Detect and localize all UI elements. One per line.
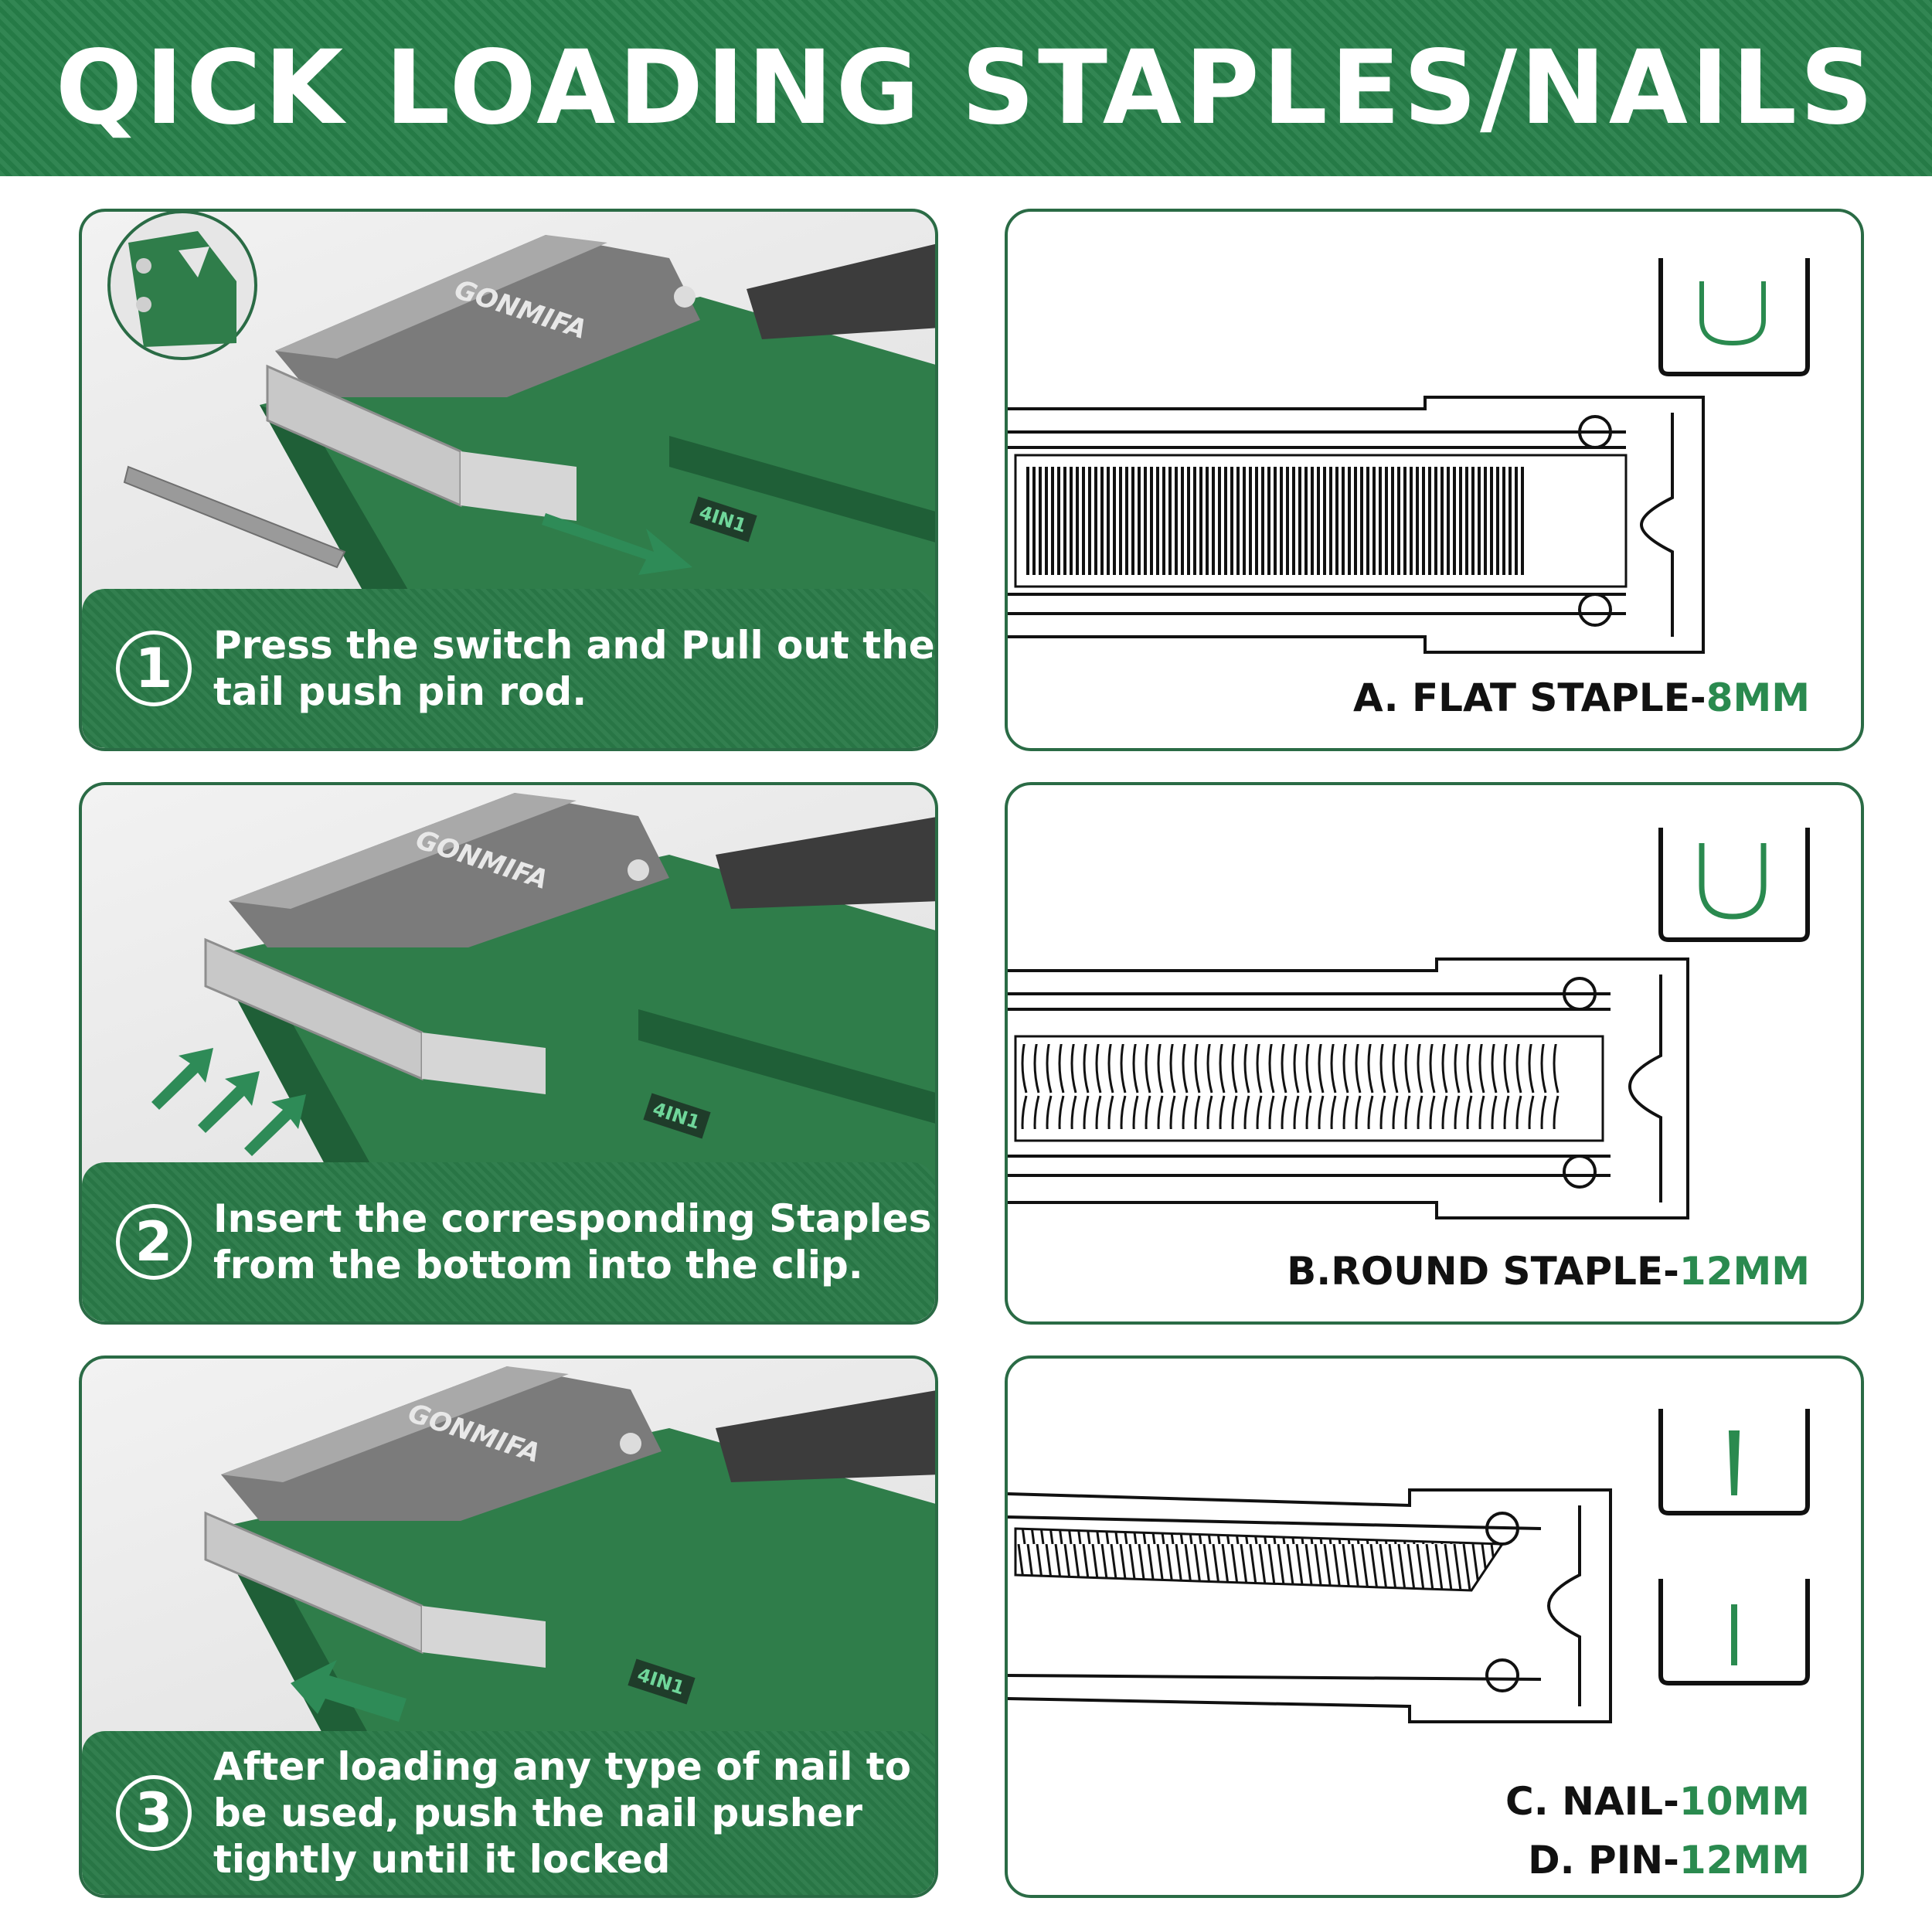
push-arrow-icon: [291, 1660, 406, 1722]
step-number-3: 3: [116, 1775, 192, 1851]
staple-type-panel-a: A. FLAT STAPLE-8MM: [1005, 209, 1864, 751]
magazine-diagram-flat: [1008, 258, 1810, 654]
magazine-diagram-nail: [1008, 1409, 1810, 1723]
flat-staple-icon: [1658, 258, 1810, 376]
step-panel-1: GONMIFA 4IN1 1 Press the switch and Pull…: [79, 209, 938, 751]
step-caption-2: 2 Insert the corresponding Staples from …: [82, 1162, 935, 1321]
magazine-diagram-round: [1008, 828, 1810, 1219]
staple-type-panel-cd: C. NAIL-10MM D. PIN-12MM: [1005, 1355, 1864, 1898]
stapler-illustration: GONMIFA 4IN1: [151, 793, 935, 1187]
stapler-illustration: GONMIFA 4IN1: [204, 1366, 935, 1760]
nail-icon: [1658, 1409, 1810, 1515]
pull-arrow-icon: [542, 513, 692, 575]
step-text-1: Press the switch and Pull out the tail p…: [213, 623, 935, 714]
round-staple-icon: [1658, 828, 1810, 942]
step-number-1: 1: [116, 631, 192, 706]
step-number-2: 2: [116, 1204, 192, 1280]
step-panel-2: GONMIFA 4IN1 2 Insert the corresponding …: [79, 782, 938, 1325]
step-text-2: Insert the corresponding Staples from th…: [213, 1196, 932, 1287]
down-arrow-icon: [179, 247, 209, 277]
stapler-illustration: GONMIFA 4IN1: [107, 212, 935, 614]
step-text-3: After loading any type of nail to be use…: [213, 1744, 912, 1882]
staple-type-panel-b: B.ROUND STAPLE-12MM: [1005, 782, 1864, 1325]
page-title: QICK LOADING STAPLES/NAILS: [55, 29, 1877, 148]
header-banner: QICK LOADING STAPLES/NAILS: [0, 0, 1932, 176]
staple-type-label-b: B.ROUND STAPLE-12MM: [1287, 1249, 1810, 1294]
step-caption-3: 3 After loading any type of nail to be u…: [82, 1731, 935, 1895]
staple-type-label-a: A. FLAT STAPLE-8MM: [1352, 675, 1810, 720]
step-caption-1: 1 Press the switch and Pull out the tail…: [82, 589, 935, 748]
pin-icon: [1658, 1579, 1810, 1685]
staple-type-label-c: C. NAIL-10MM: [1505, 1779, 1810, 1824]
staple-type-label-d: D. PIN-12MM: [1528, 1838, 1810, 1883]
step-panel-3: GONMIFA 4IN1 3 After loading any type of…: [79, 1355, 938, 1898]
insert-arrows-icon: [151, 1048, 306, 1156]
